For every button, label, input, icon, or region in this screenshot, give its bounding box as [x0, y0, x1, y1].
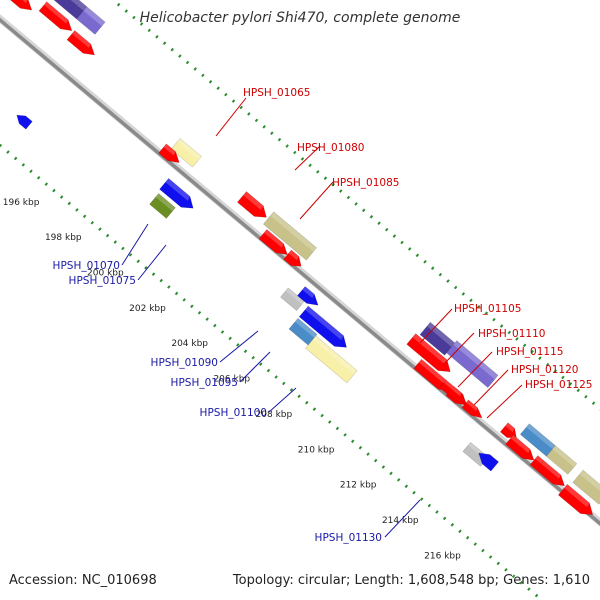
forward-leader-line — [215, 97, 247, 137]
kbp-tick-label: 196 kbp — [3, 198, 40, 208]
forward-leader-line — [419, 308, 453, 344]
forward-gene-label: HPSH_01110 — [478, 328, 545, 340]
cds-arrow — [66, 30, 96, 56]
cds-arrow — [16, 114, 33, 130]
gene-block — [280, 287, 305, 312]
gene-block — [572, 469, 600, 505]
reverse-leader-line — [219, 330, 259, 363]
kbp-tick-label: 206 kbp — [213, 375, 250, 385]
kbp-tick-label: 216 kbp — [424, 551, 461, 561]
cds-arrow — [505, 434, 535, 461]
forward-gene-label: HPSH_01080 — [297, 142, 364, 154]
gene-block — [149, 193, 176, 219]
reverse-leader-line — [137, 244, 167, 281]
kbp-tick-label: 198 kbp — [45, 233, 82, 243]
cds-arrow — [557, 483, 594, 516]
reverse-gene-label: HPSH_01090 — [151, 357, 218, 369]
gene-features — [9, 0, 600, 516]
reverse-leader-line — [268, 387, 297, 413]
inner-tick-ring — [0, 143, 545, 600]
cds-arrow — [258, 229, 288, 255]
outer-tick-ring — [110, 0, 600, 411]
reverse-leader-line — [239, 351, 271, 383]
forward-leader-line — [486, 384, 523, 419]
cds-arrow — [9, 0, 33, 11]
reverse-leader-line — [384, 499, 421, 538]
forward-leader-line — [299, 181, 334, 220]
forward-gene-label: HPSH_01065 — [243, 87, 310, 99]
forward-leader-line — [294, 145, 321, 171]
reverse-gene-label: HPSH_01075 — [69, 275, 136, 287]
forward-leader-line — [473, 369, 509, 406]
gene-block — [305, 335, 358, 384]
forward-gene-label: HPSH_01105 — [454, 303, 521, 315]
gene-block — [262, 211, 318, 261]
forward-gene-label: HPSH_01085 — [332, 177, 399, 189]
gene-block — [76, 6, 106, 35]
kbp-tick-label: 200 kbp — [87, 269, 124, 279]
accession-text: Accession: NC_010698 — [9, 573, 157, 588]
cds-arrow — [461, 399, 483, 419]
forward-gene-label: HPSH_01115 — [496, 346, 563, 358]
gene-block — [170, 137, 202, 168]
cds-arrow — [38, 1, 73, 32]
cds-arrow — [439, 379, 467, 404]
reverse-gene-label: HPSH_01095 — [171, 377, 238, 389]
kbp-tick-label: 208 kbp — [256, 410, 293, 420]
cds-arrow — [158, 143, 180, 163]
map-title: Helicobacter pylori Shi470, complete gen… — [140, 10, 461, 26]
forward-gene-label: HPSH_01125 — [525, 379, 592, 391]
reverse-gene-label: HPSH_01070 — [53, 260, 120, 272]
kbp-tick-label: 204 kbp — [171, 339, 208, 349]
reverse-gene-label: HPSH_01100 — [200, 407, 267, 419]
cds-arrow — [298, 305, 347, 348]
cds-arrow — [478, 452, 500, 472]
kbp-tick-label: 202 kbp — [129, 304, 166, 314]
forward-leader-line — [457, 351, 493, 388]
reverse-leader-line — [121, 223, 149, 266]
forward-gene-label: HPSH_01120 — [511, 364, 578, 376]
cds-arrow — [529, 455, 566, 487]
gene-labels: HPSH_01065HPSH_01080HPSH_01085HPSH_01105… — [53, 87, 593, 544]
cds-arrow — [159, 177, 194, 209]
cds-arrow — [283, 249, 302, 267]
gene-block — [446, 340, 499, 389]
topology-text: Topology: circular; Length: 1,608,548 bp… — [232, 573, 590, 588]
gene-block — [545, 445, 578, 475]
forward-leader-line — [442, 332, 475, 366]
cds-arrow — [236, 191, 267, 218]
kbp-tick-label: 210 kbp — [298, 445, 335, 455]
kbp-tick-label: 212 kbp — [340, 481, 377, 491]
reverse-gene-label: HPSH_01130 — [315, 532, 382, 544]
cds-arrow — [296, 286, 319, 306]
